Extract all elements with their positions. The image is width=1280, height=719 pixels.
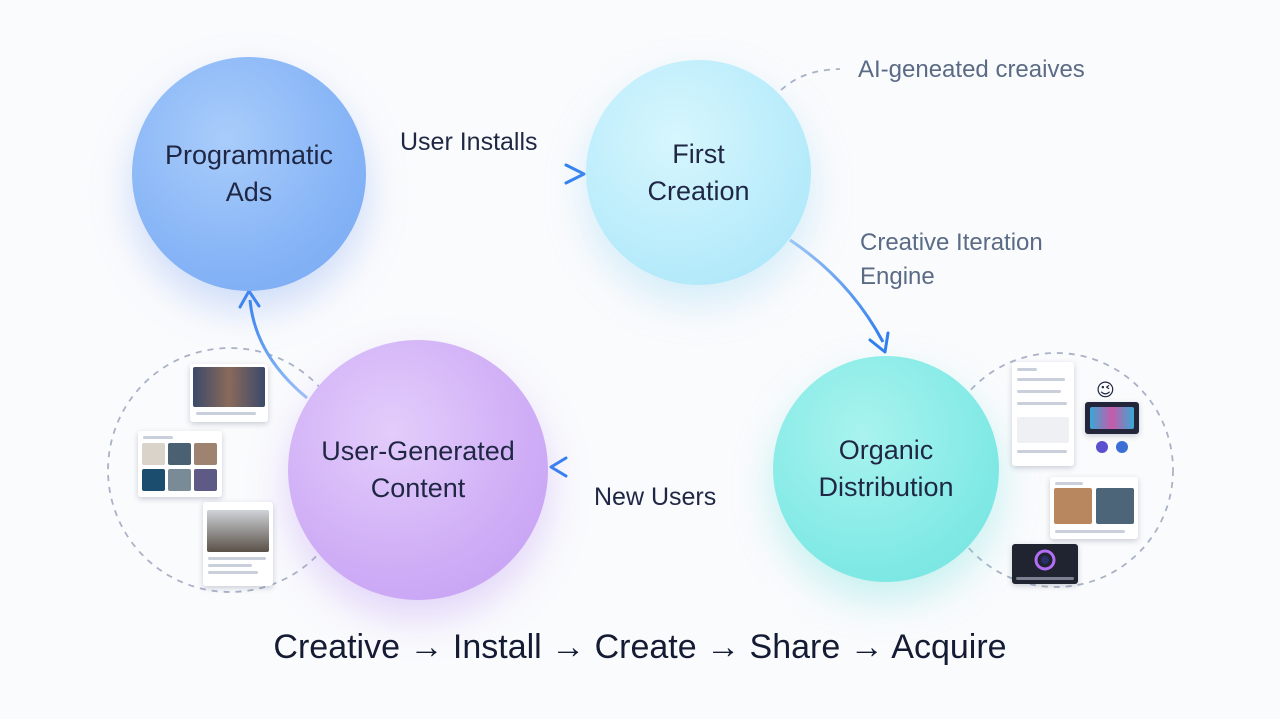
organic-video-thumbnail <box>1085 402 1139 434</box>
photo-landscape-image <box>168 443 191 465</box>
annotation-creative-iteration-engine: Creative Iteration Engine <box>860 229 1043 290</box>
ugc-video-thumbnail <box>190 364 268 422</box>
node-programmatic-ads: Programmatic Ads <box>132 57 366 291</box>
node-organic-distribution-label: Organic Distribution <box>818 435 954 502</box>
node-first-creation: First Creation <box>586 60 811 285</box>
post-lake-image <box>1096 488 1134 524</box>
node-user-generated-content: User-Generated Content <box>288 340 548 600</box>
arrow-creative-iteration <box>789 238 890 354</box>
organic-post-thumbnail <box>1050 477 1138 539</box>
organic-feed-thumbnail <box>1012 362 1074 466</box>
node-user-generated-content-label: User-Generated Content <box>321 436 515 503</box>
feed-card-image <box>1017 417 1069 443</box>
photo-portrait-image <box>142 443 165 465</box>
photo-sunset-image <box>194 469 217 491</box>
arrow-installs <box>366 163 586 185</box>
node-organic-distribution: Organic Distribution <box>773 356 999 582</box>
flow-caption: Creative → Install → Create → Share → Ac… <box>273 628 1007 666</box>
photo-jellyfish-image <box>142 469 165 491</box>
edge-label-user-installs: User Installs <box>400 128 538 156</box>
photo-beach-image <box>168 469 191 491</box>
ugc-post-thumbnail <box>203 502 273 586</box>
ugc-photo-grid-thumbnail <box>138 431 222 497</box>
glowing-orb-icon <box>1034 549 1056 571</box>
video-call-image <box>193 367 265 407</box>
share-reaction-icons <box>1096 441 1128 453</box>
video-frames-image <box>1090 407 1134 429</box>
photo-people-image <box>194 443 217 465</box>
post-person-image <box>207 510 269 552</box>
organic-player-thumbnail <box>1012 544 1078 584</box>
arrow-new-users <box>549 456 772 478</box>
edge-label-new-users: New Users <box>594 483 717 511</box>
post-face-image <box>1054 488 1092 524</box>
annotation-ai-creatives: AI-geneated creaives <box>858 56 1085 83</box>
arrow-ugc-to-ads <box>238 289 308 400</box>
organic-examples-ring <box>938 352 1174 588</box>
ai-creatives-leader <box>780 68 841 91</box>
emoji-icon: 😉 <box>1096 380 1115 400</box>
node-programmatic-ads-label: Programmatic Ads <box>164 140 334 207</box>
node-first-creation-label: First Creation <box>647 138 750 206</box>
